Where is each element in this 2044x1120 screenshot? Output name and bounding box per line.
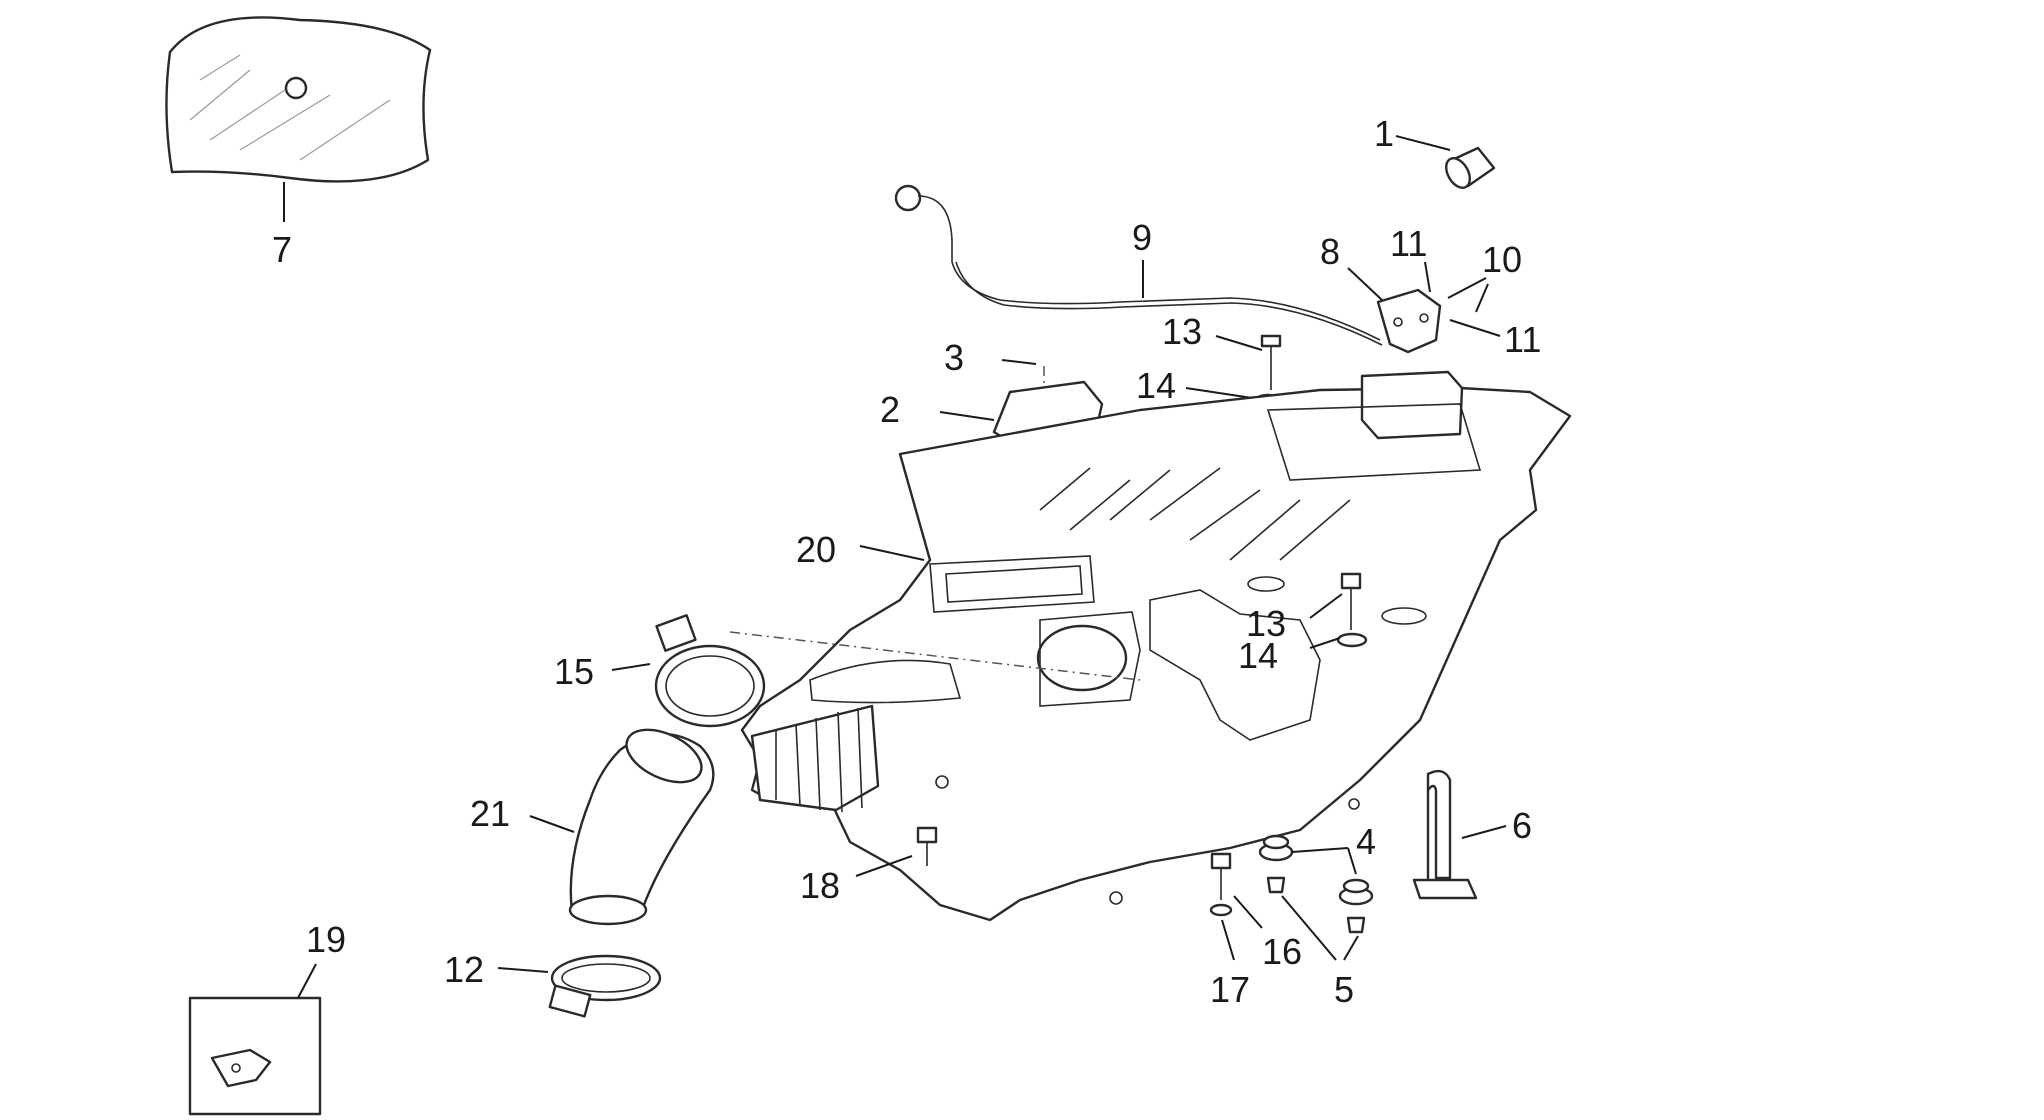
- callout-13-right: 13: [1246, 603, 1286, 644]
- callout-11-bottom: 11: [1504, 319, 1541, 360]
- callout-1: 1: [1374, 113, 1394, 154]
- part-1-cap: [1395, 135, 1496, 189]
- callout-12: 12: [444, 949, 484, 990]
- callout-11-top: 11: [1390, 223, 1427, 264]
- callout-18: 18: [800, 865, 840, 906]
- part-21-intake-hose: [529, 728, 715, 926]
- part-12-hose-clamp: [497, 954, 662, 1018]
- callout-9: 9: [1132, 217, 1152, 258]
- callout-3: 3: [944, 337, 964, 378]
- part-7-cover-bag: [165, 16, 432, 222]
- part-8-bracket: [1347, 261, 1501, 354]
- callout-13-top: 13: [1162, 311, 1202, 352]
- part-20-undertray: [729, 370, 1572, 922]
- callout-17: 17: [1210, 969, 1250, 1010]
- callout-16: 16: [1262, 931, 1302, 972]
- callout-21: 21: [470, 793, 510, 834]
- callout-20: 20: [796, 529, 836, 570]
- part-18-screw: [855, 826, 938, 877]
- callout-19: 19: [306, 919, 346, 960]
- part-6-hook: [1412, 769, 1507, 900]
- callout-14-top: 14: [1136, 365, 1176, 406]
- part-15-hose-clamp: [611, 614, 766, 728]
- callout-14-right: 14: [1238, 635, 1278, 676]
- callout-10: 10: [1482, 239, 1522, 280]
- callout-4: 4: [1356, 821, 1376, 862]
- part-13-bolt-right: [1309, 572, 1368, 649]
- part-9-cable: [894, 184, 1383, 346]
- callout-8: 8: [1320, 231, 1340, 272]
- callout-15: 15: [554, 651, 594, 692]
- part-16-bolt: [1209, 852, 1263, 961]
- callout-2: 2: [880, 389, 900, 430]
- callout-5: 5: [1334, 969, 1354, 1010]
- part-4-grommets: [1258, 834, 1374, 961]
- callout-7: 7: [272, 229, 292, 270]
- callout-6: 6: [1512, 805, 1532, 846]
- part-19-kit-box: [188, 963, 322, 1116]
